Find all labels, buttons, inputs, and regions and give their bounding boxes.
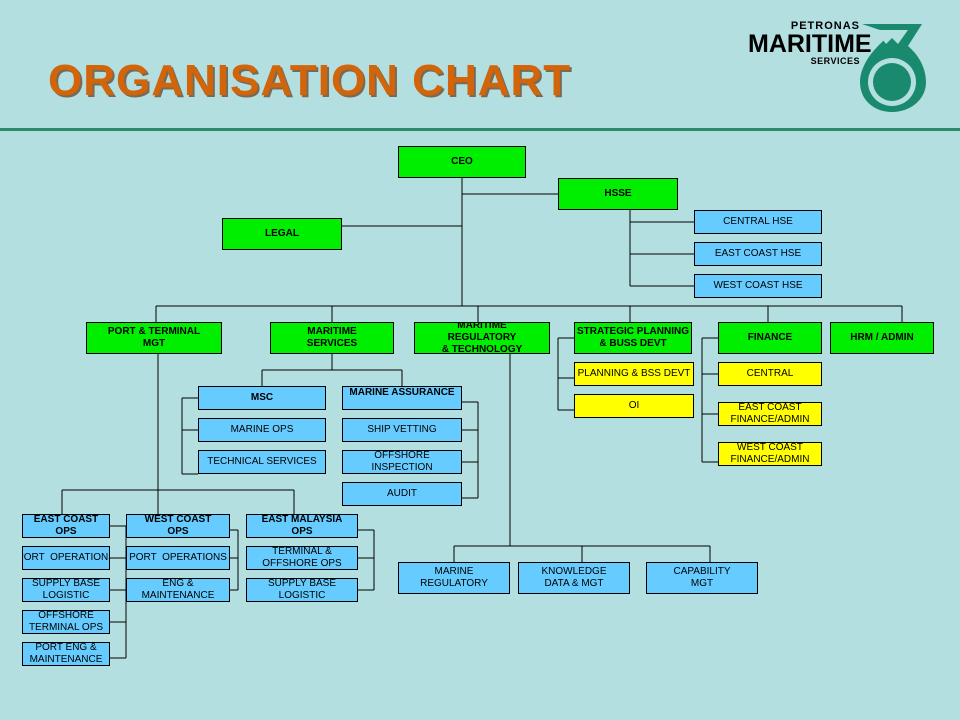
node-oi: OI xyxy=(574,394,694,418)
node-technical-services: TECHNICAL SERVICES xyxy=(198,450,326,474)
node-ship-vetting: SHIP VETTING xyxy=(342,418,462,442)
node-wc-eng-maintenance: ENG & MAINTENANCE xyxy=(126,578,230,602)
petronas-drop-icon xyxy=(860,24,926,112)
node-east-coast-finance-admin: EAST COAST FINANCE/ADMIN xyxy=(718,402,822,426)
node-capability-mgt: CAPABILITY MGT xyxy=(646,562,758,594)
node-hsse: HSSE xyxy=(558,178,678,210)
node-knowledge-data-mgt: KNOWLEDGE DATA & MGT xyxy=(518,562,630,594)
node-maritime-regulatory-technology: MARITIME REGULATORY & TECHNOLOGY xyxy=(414,322,550,354)
node-marine-assurance: MARINE ASSURANCE xyxy=(342,386,462,410)
header-divider xyxy=(0,128,960,131)
node-west-coast-hse: WEST COAST HSE xyxy=(694,274,822,298)
node-ec-port-eng-maintenance: PORT ENG & MAINTENANCE xyxy=(22,642,110,666)
company-logo: PETRONAS MARITIME SERVICES xyxy=(748,20,872,66)
logo-line-1: PETRONAS xyxy=(790,20,860,32)
node-strategic-planning: STRATEGIC PLANNING & BUSS DEVT xyxy=(574,322,692,354)
node-port-terminal-mgt: PORT & TERMINAL MGT xyxy=(86,322,222,354)
node-finance: FINANCE xyxy=(718,322,822,354)
node-east-coast-hse: EAST COAST HSE xyxy=(694,242,822,266)
node-east-coast-ops: EAST COAST OPS xyxy=(22,514,110,538)
node-legal: LEGAL xyxy=(222,218,342,250)
node-ec-supply-base-logistic: SUPPLY BASE LOGISTIC xyxy=(22,578,110,602)
page-title: ORGANISATION CHART xyxy=(48,56,572,105)
node-maritime-services: MARITIME SERVICES xyxy=(270,322,394,354)
node-planning-bss-devt: PLANNING & BSS DEVT xyxy=(574,362,694,386)
node-em-supply-base-logistic: SUPPLY BASE LOGISTIC xyxy=(246,578,358,602)
node-msc: MSC xyxy=(198,386,326,410)
node-west-coast-finance-admin: WEST COAST FINANCE/ADMIN xyxy=(718,442,822,466)
logo-line-2: MARITIME xyxy=(748,30,872,58)
node-east-malaysia-ops: EAST MALAYSIA OPS xyxy=(246,514,358,538)
logo-line-3: SERVICES xyxy=(810,56,860,66)
node-central-hse: CENTRAL HSE xyxy=(694,210,822,234)
node-hrm-admin: HRM / ADMIN xyxy=(830,322,934,354)
node-audit: AUDIT xyxy=(342,482,462,506)
node-wc-port-operations: PORT OPERATIONS xyxy=(126,546,230,570)
node-marine-regulatory: MARINE REGULATORY xyxy=(398,562,510,594)
node-ec-offshore-terminal-ops: OFFSHORE TERMINAL OPS xyxy=(22,610,110,634)
node-finance-central: CENTRAL xyxy=(718,362,822,386)
node-ceo: CEO xyxy=(398,146,526,178)
node-offshore-inspection: OFFSHORE INSPECTION xyxy=(342,450,462,474)
node-west-coast-ops: WEST COAST OPS xyxy=(126,514,230,538)
node-ec-port-operations: PORT OPERATIONS xyxy=(22,546,110,570)
node-em-terminal-offshore-ops: TERMINAL & OFFSHORE OPS xyxy=(246,546,358,570)
node-marine-ops: MARINE OPS xyxy=(198,418,326,442)
